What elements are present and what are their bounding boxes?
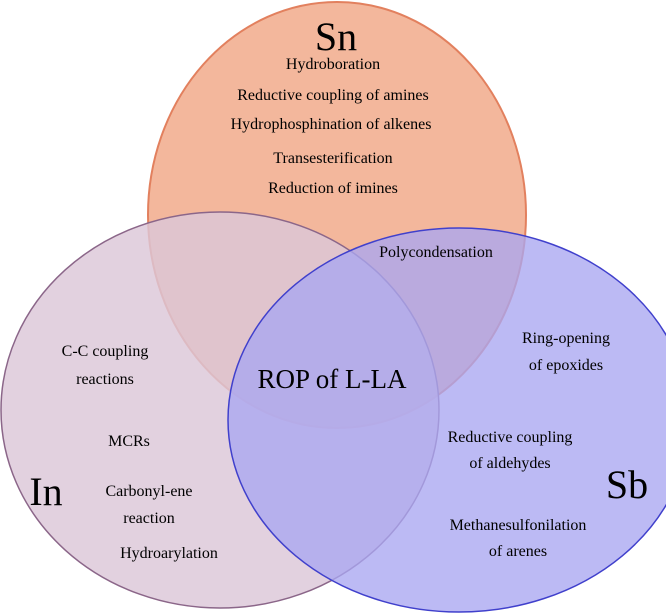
label-sb: Sb [606, 462, 648, 507]
in-item: C-C coupling [62, 343, 149, 360]
sn-item: Reduction of imines [268, 180, 398, 197]
center-label: ROP of L-LA [258, 364, 407, 394]
sb-item: Methanesulfonilation [450, 517, 587, 534]
label-sn: Sn [315, 14, 357, 59]
sn-sb-item: Polycondensation [379, 244, 493, 261]
in-item: MCRs [108, 433, 150, 450]
sb-item: of epoxides [529, 357, 603, 374]
sb-item: of arenes [489, 543, 547, 560]
sn-item: Transesterification [273, 150, 392, 167]
sn-item: Hydroboration [286, 56, 380, 73]
in-item: Hydroarylation [120, 545, 218, 562]
sn-item: Hydrophosphination of alkenes [231, 116, 432, 133]
label-in: In [29, 469, 62, 514]
in-item: reactions [76, 371, 134, 388]
sb-item: of aldehydes [469, 455, 550, 472]
in-item: reaction [123, 510, 175, 527]
sb-item: Ring-opening [522, 330, 610, 347]
sn-item: Reductive coupling of amines [237, 87, 429, 104]
sb-item: Reductive coupling [448, 429, 573, 446]
circle-sb [227, 227, 666, 613]
in-item: Carbonyl-ene [105, 483, 192, 500]
